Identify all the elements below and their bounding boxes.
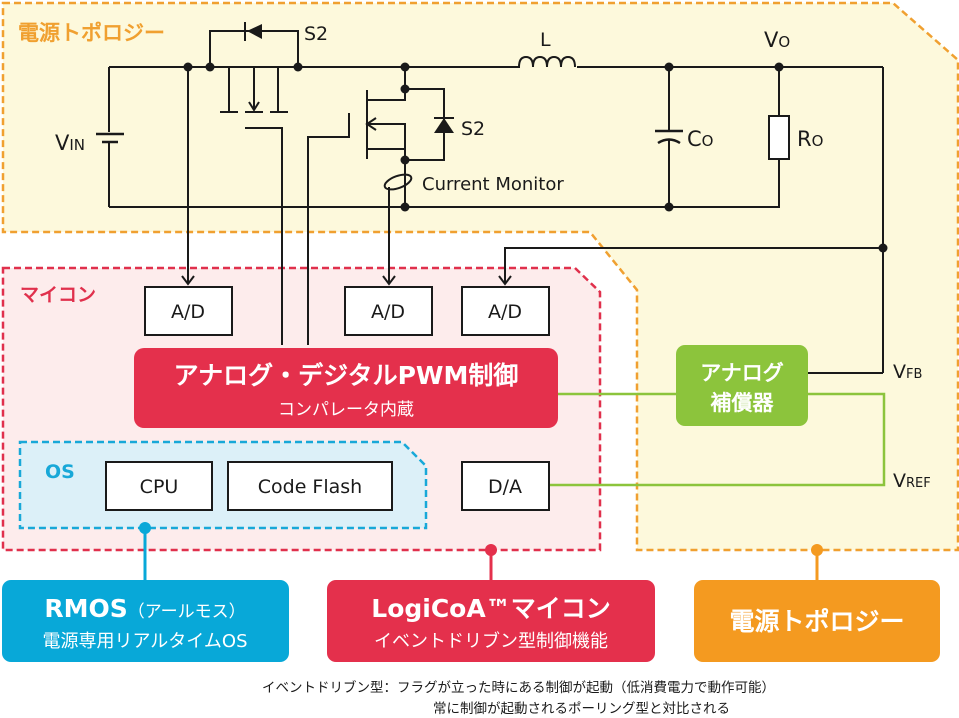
- label-vin: VIN: [55, 131, 85, 155]
- current-monitor-sensor: [383, 173, 413, 191]
- mcu-title: マイコン: [20, 284, 96, 306]
- analog-compensator-block[interactable]: アナログ 補償器: [676, 345, 808, 426]
- svg-text:A/D: A/D: [371, 301, 405, 323]
- svg-text:コンパレータ内蔵: コンパレータ内蔵: [278, 400, 414, 420]
- ad-converter-1[interactable]: A/D: [144, 286, 233, 336]
- callout-power-topology[interactable]: 電源トポロジー: [694, 580, 940, 662]
- svg-text:電源トポロジー: 電源トポロジー: [729, 607, 904, 636]
- label-co: CO: [687, 127, 713, 151]
- label-s2-top: S2: [304, 23, 328, 45]
- label-vref: VREF: [893, 470, 931, 492]
- da-converter[interactable]: D/A: [461, 461, 550, 511]
- cpu-block[interactable]: CPU: [105, 461, 213, 511]
- callout-connectors: [139, 522, 823, 582]
- label-current-monitor: Current Monitor: [422, 174, 564, 195]
- svg-text:アナログ: アナログ: [700, 361, 784, 385]
- svg-text:アナログ・デジタルPWM制御: アナログ・デジタルPWM制御: [174, 361, 519, 390]
- svg-text:D/A: D/A: [488, 476, 522, 498]
- svg-text:RMOS（アールモス）: RMOS（アールモス）: [44, 594, 245, 623]
- svg-text:補償器: 補償器: [710, 391, 775, 415]
- svg-text:LogiCoA™マイコン: LogiCoA™マイコン: [371, 594, 610, 623]
- label-vfb: VFB: [893, 361, 922, 383]
- ad-converter-3[interactable]: A/D: [461, 286, 550, 336]
- diode-top-symbol: [247, 24, 262, 39]
- ad-converter-2[interactable]: A/D: [344, 286, 433, 336]
- svg-text:A/D: A/D: [171, 301, 205, 323]
- circuit-wires: [96, 30, 884, 374]
- junction-dots: [183, 62, 888, 253]
- os-title: OS: [45, 461, 75, 483]
- pwm-control-block[interactable]: アナログ・デジタルPWM制御 コンパレータ内蔵: [134, 348, 558, 428]
- svg-text:Code Flash: Code Flash: [258, 476, 362, 498]
- inductor-symbol: [518, 55, 576, 68]
- footnote-line-1: イベントドリブン型：フラグが立った時にある制御が起動（低消費電力で動作可能）: [262, 680, 775, 696]
- footnote-line-2: 常に制御が起動されるポーリング型と対比される: [433, 701, 730, 717]
- svg-text:電源専用リアルタイムOS: 電源専用リアルタイムOS: [42, 631, 247, 652]
- label-s2-right: S2: [461, 118, 485, 140]
- label-vo: VO: [764, 28, 790, 52]
- power-topology-title: 電源トポロジー: [18, 21, 165, 45]
- diode-right-symbol: [434, 118, 454, 133]
- label-ro: RO: [797, 127, 823, 151]
- svg-text:CPU: CPU: [140, 476, 179, 498]
- label-inductor: L: [540, 29, 551, 51]
- svg-text:イベントドリブン型制御機能: イベントドリブン型制御機能: [374, 630, 608, 652]
- callout-logicoa[interactable]: LogiCoA™マイコン イベントドリブン型制御機能: [327, 580, 655, 662]
- code-flash-block[interactable]: Code Flash: [227, 461, 393, 511]
- resistor-ro-symbol: [768, 115, 790, 160]
- callout-rmos[interactable]: RMOS（アールモス） 電源専用リアルタイムOS: [2, 580, 289, 662]
- svg-text:A/D: A/D: [488, 301, 522, 323]
- analog-signal-lines: [550, 392, 886, 487]
